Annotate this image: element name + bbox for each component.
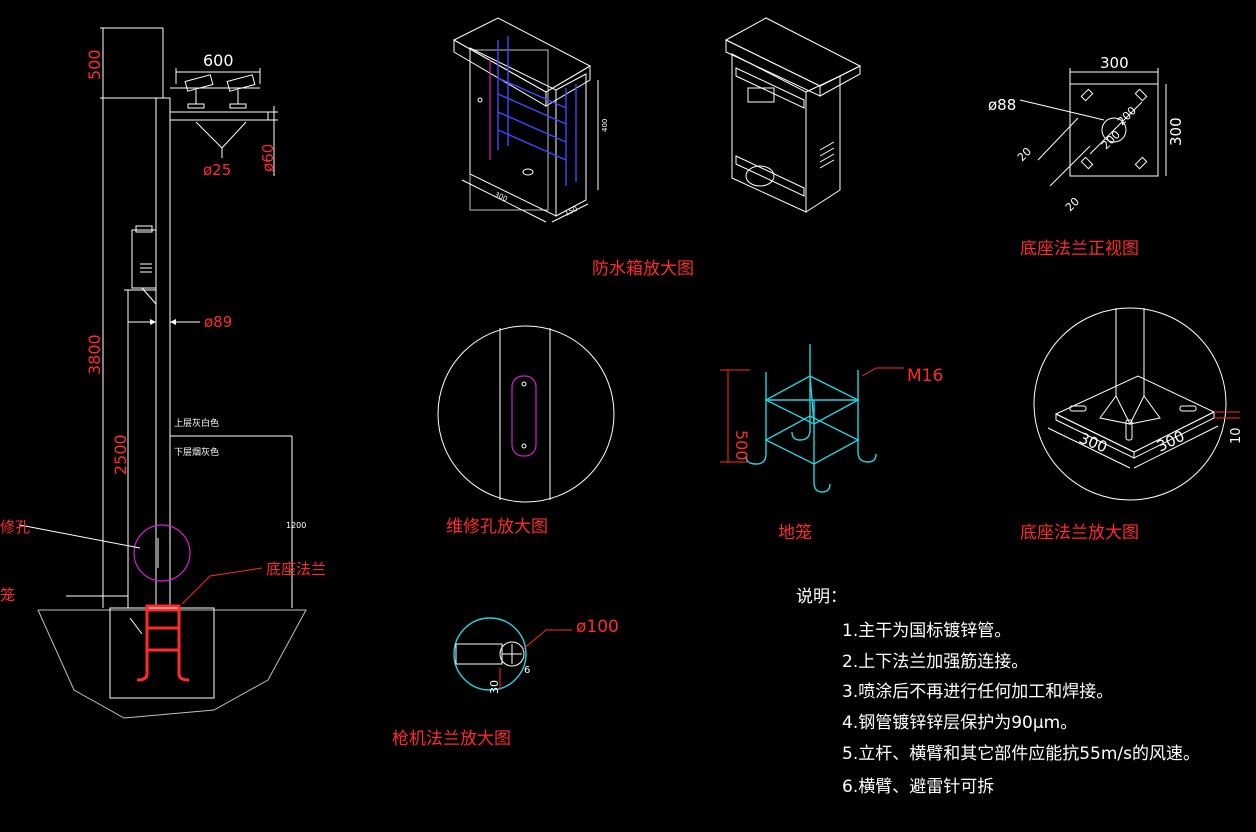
note-item: 6.横臂、避雷针可拆 (842, 777, 994, 797)
dim-pole-dia: ø89 (204, 313, 232, 331)
hole-detail-title: 维修孔放大图 (446, 517, 548, 537)
cam-flange-dim-30: 30 (488, 680, 501, 694)
camera-icon (184, 74, 214, 109)
camera-flange-detail: ø100 30 6 枪机法兰放大图 (392, 617, 619, 749)
anchor-cage (136, 610, 190, 682)
camera-icon (226, 74, 256, 109)
notes: 说明： 1.主干为国标镀锌管。 2.上下法兰加强筋连接。 3.喷涂后不再进行任何… (796, 587, 1200, 797)
note-item: 1.主干为国标镀锌管。 (842, 621, 1011, 641)
flange-detail-dim-t: 10 (1229, 427, 1244, 444)
flange-dim-side: 300 (1167, 117, 1185, 146)
flange-front-title: 底座法兰正视图 (1020, 239, 1139, 259)
dim-arm: 600 (203, 51, 234, 70)
color-lower-label: 下层烟灰色 (174, 446, 219, 458)
dim-top: 500 (85, 49, 104, 80)
flange-detail: 300 300 10 底座法兰放大图 (1020, 307, 1244, 543)
dim-total: 3800 (85, 334, 104, 375)
flange-detail-dim-b: 300 (1154, 427, 1188, 456)
note-item: 4.钢管镀锌锌层保护为90μm。 (842, 713, 1077, 733)
label-hole: 修孔 (0, 518, 30, 536)
flange-dim-20a: 20 (1015, 145, 1034, 164)
note-item: 5.立杆、横臂和其它部件应能抗55m/s的风速。 (842, 744, 1200, 764)
dim-cam-dia: ø25 (203, 161, 231, 179)
waterproof-box-open: 300 150 400 防水箱放大图 (452, 17, 694, 279)
note-item: 2.上下法兰加强筋连接。 (842, 652, 1028, 672)
note-item: 3.喷涂后不再进行任何加工和焊接。 (842, 682, 1113, 702)
dim-box-h: 2500 (111, 434, 130, 475)
box-dim-d: 150 (563, 205, 579, 218)
cage-dim-h: 500 (732, 430, 751, 461)
notes-heading: 说明： (796, 587, 847, 607)
cam-flange-dim-6: 6 (524, 665, 530, 676)
cage-bolt: M16 (907, 366, 943, 386)
dim-arm-h: ø60 (259, 144, 277, 172)
color-upper-label: 上层灰白色 (174, 417, 219, 429)
label-flange: 底座法兰 (266, 560, 326, 578)
flange-dim-top: 300 (1100, 54, 1129, 72)
flange-front-view: 300 300 200 200 ø88 20 20 底座法兰正视图 (988, 54, 1185, 259)
pole-elevation: 500 600 ø25 ø60 (0, 27, 326, 719)
equipment-box (131, 229, 157, 289)
box-open-title: 防水箱放大图 (592, 259, 694, 279)
flange-dim-20b: 20 (1063, 195, 1082, 214)
box-dim-w: 300 (493, 191, 508, 204)
waterproof-box-closed (724, 17, 862, 213)
flange-dim-88: ø88 (988, 96, 1016, 114)
cam-flange-title: 枪机法兰放大图 (392, 729, 511, 749)
cam-flange-dia: ø100 (576, 617, 619, 637)
dim-1200: 1200 (286, 521, 306, 530)
flange-detail-dim-a: 300 (1077, 429, 1110, 456)
maintenance-hole-detail: 维修孔放大图 (437, 325, 615, 537)
cage-title: 地笼 (778, 523, 812, 543)
label-cage: 笼 (0, 586, 15, 604)
box-dim-h: 400 (601, 119, 609, 132)
flange-detail-title: 底座法兰放大图 (1020, 523, 1139, 543)
maintenance-hole-callout (133, 524, 191, 582)
anchor-cage-detail: 500 M16 地笼 (720, 344, 943, 543)
flange-dim-200a: 200 (1115, 104, 1139, 128)
